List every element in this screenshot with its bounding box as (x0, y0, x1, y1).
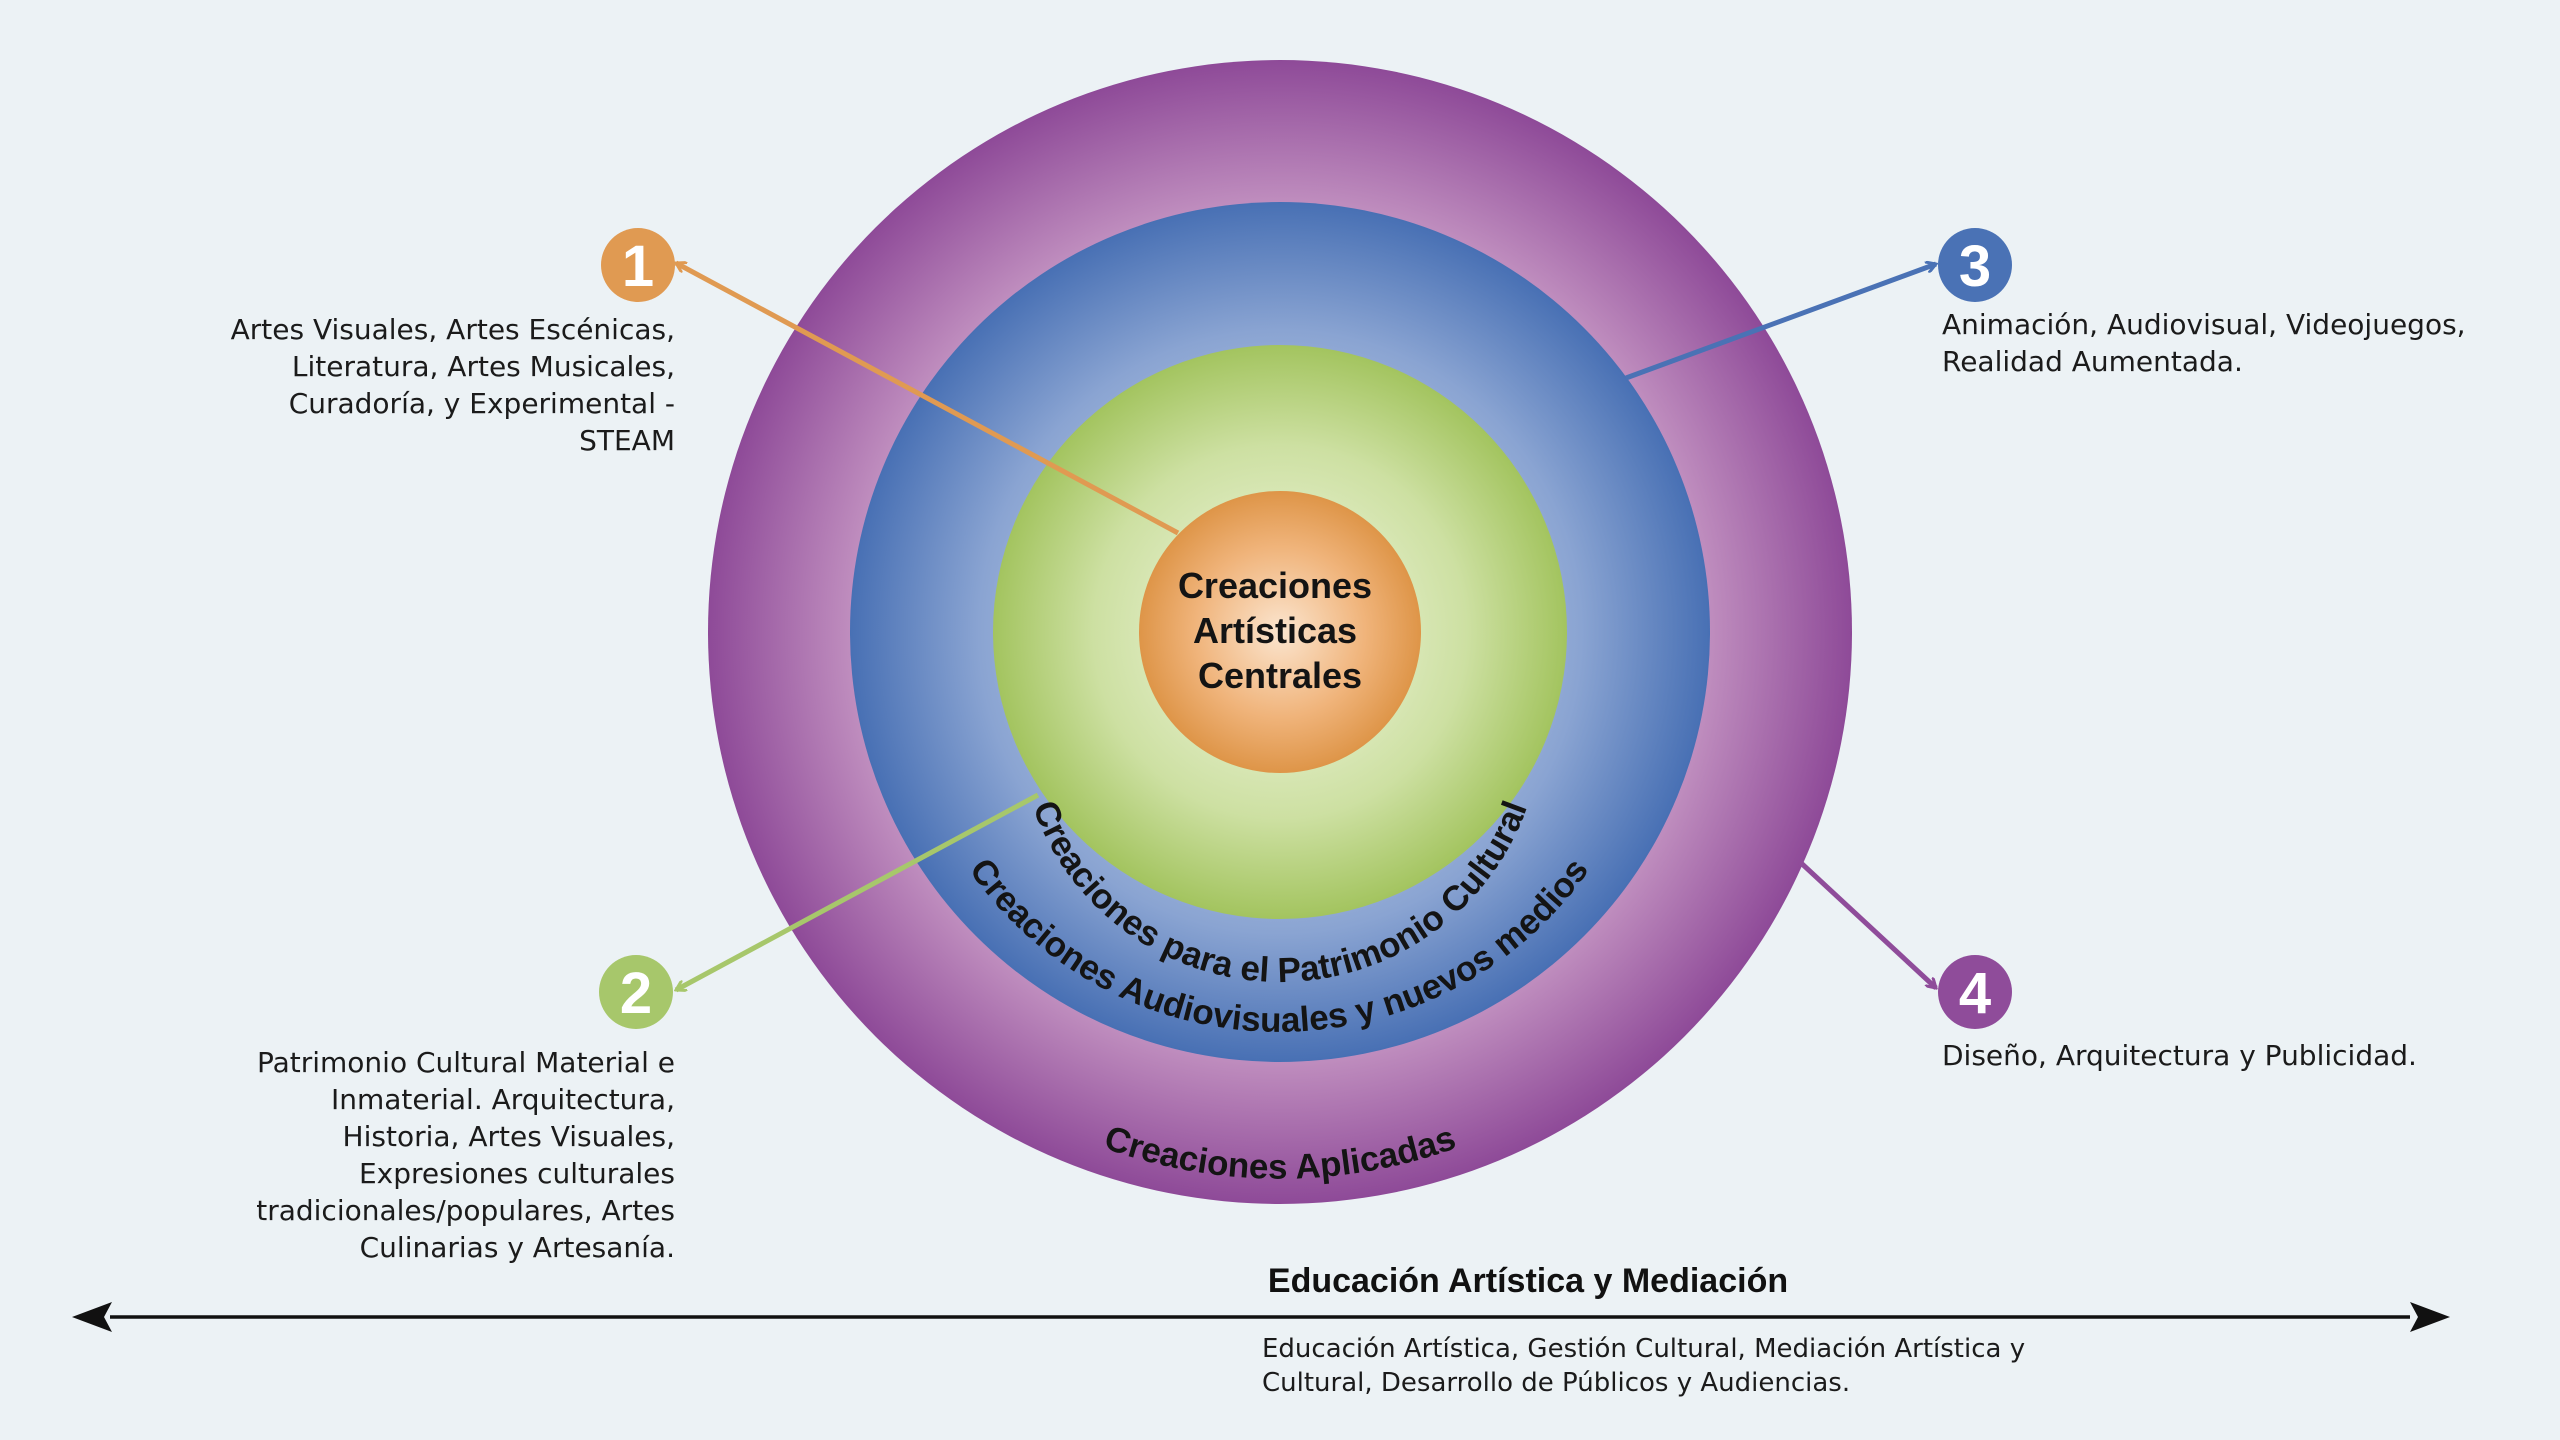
badge-3-circle (1938, 228, 2012, 302)
axis-description: Educación Artística, Gestión Cultural, M… (1262, 1334, 2026, 1398)
axis-title: Educación Artística y Mediación (1268, 1262, 1788, 1300)
badge-1-circle (601, 228, 675, 302)
center-label-line-2: Artísticas (1193, 610, 1357, 651)
badge-2: 2 (599, 955, 673, 1029)
badge-4-circle (1938, 955, 2012, 1029)
badge-3-description: Animación, Audiovisual, Videojuegos, Rea… (1942, 308, 2466, 378)
center-label-line-3: Centrales (1198, 655, 1362, 696)
badge-4-number: 4 (1959, 961, 1991, 1026)
badge-4: 4 (1938, 955, 2012, 1029)
connector-arrow-1 (676, 260, 1180, 536)
connector-arrow-2 (676, 792, 1040, 993)
badge-4-description: Diseño, Arquitectura y Publicidad. (1942, 1039, 2417, 1072)
axis-right-arrowhead (2410, 1302, 2450, 1332)
badge-1-number: 1 (622, 234, 654, 299)
center-label: Creaciones Artísticas Centrales (1178, 565, 1382, 696)
axis-left-arrowhead (72, 1302, 112, 1332)
connector-arrow-3 (1625, 264, 1936, 381)
badge-1-description: Artes Visuales, Artes Escénicas, Literat… (230, 313, 675, 457)
connector-arrow-4 (1798, 860, 1936, 988)
center-circle (1139, 491, 1421, 773)
badge-3: 3 (1938, 228, 2012, 302)
badge-2-description: Patrimonio Cultural Material e Inmateria… (256, 1046, 675, 1264)
badge-3-number: 3 (1959, 234, 1991, 299)
badge-2-circle (599, 955, 673, 1029)
badge-2-number: 2 (620, 961, 652, 1026)
center-label-line-1: Creaciones (1178, 565, 1372, 606)
badge-1: 1 (601, 228, 675, 302)
